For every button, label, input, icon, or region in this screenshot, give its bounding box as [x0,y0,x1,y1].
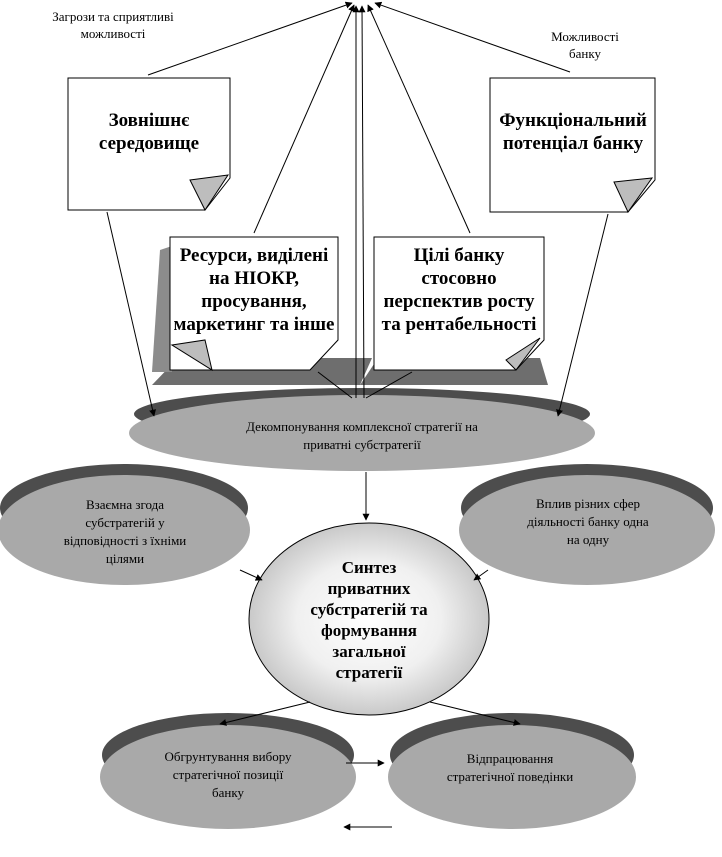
opportunities-line-1: Можливості [551,29,619,44]
external-line-2: середовище [98,133,200,154]
functional-note [489,77,656,213]
influence-ellipse [459,475,715,585]
agreement-line-3: відповідності з їхніми [63,533,187,548]
functional-line-2: потенціал банку [502,133,644,154]
synthesis-line-4: формування [320,621,417,640]
goals-line-1: Цілі банку [413,245,505,266]
functional-note-text: Функціональний потенціал банку [492,92,654,172]
arrow-synthesis-behavior [429,701,521,726]
arrow-influence-synthesis [473,569,489,581]
influence-line-3: на одну [566,532,610,547]
external-note [67,77,231,212]
decomposition-ellipse [129,395,595,471]
goals-line-2: стосовно [421,268,497,289]
agreement-line-1: Взаємна згода [85,497,164,512]
threats-annotation: Загрози та сприятливі можливості [18,8,208,42]
goals-line-3: перспектив росту [383,291,535,312]
agreement-line-4: цілями [105,551,145,566]
external-line-1: Зовнішнє [108,110,190,131]
decomposition-text: Декомпонування комплексної стратегії на … [150,416,574,456]
arrow-decomp-apex-2 [358,5,366,399]
goals-line-4: та рентабельності [381,314,537,335]
goals-note [373,236,545,371]
arrow-opps-apex [374,1,571,73]
justification-line-3: банку [212,785,244,800]
agreement-text: Взаємна згода субстратегій у відповіднос… [30,492,220,572]
resources-note-text: Ресурси, виділені на НІОКР, просування, … [170,240,338,340]
synthesis-circle [248,522,490,716]
agreement-ellipse [0,475,250,585]
behavior-line-1: Відпрацювання [466,751,554,766]
apex-arrows [147,1,571,399]
influence-line-1: Вплив різних сфер [536,496,640,511]
decomposition-line-2: приватні субстратегії [303,437,421,452]
decomposition-line-1: Декомпонування комплексної стратегії на [246,419,478,434]
line-goals-decomp [365,371,413,399]
resources-line-3: просування, [201,291,307,312]
justification-text: Обгрунтування вибору стратегічної позиці… [130,744,326,806]
synthesis-line-1: Синтез [341,558,397,577]
flow-arrows [106,211,609,831]
synthesis-line-3: субстратегій та [310,600,428,619]
goals-note-text: Цілі банку стосовно перспектив росту та … [374,240,544,340]
line-resources-decomp [317,371,353,399]
behavior-ellipse [388,725,636,829]
synthesis-line-2: приватних [327,579,411,598]
arrow-agreement-synthesis [239,569,263,581]
resources-note-stack [152,246,172,372]
behavior-text: Відпрацювання стратегічної поведінки [410,746,610,790]
justification-line-1: Обгрунтування вибору [164,749,292,764]
threats-line-2: можливості [80,26,146,41]
resources-line-4: маркетинг та інше [173,314,335,335]
external-note-text: Зовнішнє середовище [70,92,228,172]
behavior-line-2: стратегічної поведінки [446,769,574,784]
influence-line-2: діяльності банку одна [527,514,649,529]
arrow-synthesis-justification [219,701,311,726]
arrow-resources-apex [253,4,355,234]
arrow-external-decomp [106,211,156,417]
justification-line-2: стратегічної позиції [172,767,284,782]
opportunities-line-2: банку [569,46,601,61]
threats-line-1: Загрози та сприятливі [52,9,174,24]
functional-line-1: Функціональний [499,110,647,131]
resources-line-2: на НІОКР, [209,268,299,289]
arrow-threats-apex [147,1,353,76]
synthesis-line-6: стратегії [335,663,403,682]
synthesis-line-5: загальної [332,642,406,661]
resources-note [169,236,339,372]
resources-line-1: Ресурси, виділені [179,245,329,266]
arrow-goals-apex [367,4,471,234]
synthesis-text: Синтез приватних субстратегій та формува… [270,552,468,688]
agreement-line-2: субстратегій у [85,515,165,530]
influence-text: Вплив різних сфер діяльності банку одна … [492,492,684,552]
justification-ellipse [100,725,356,829]
opportunities-annotation: Можливості банку [530,28,640,62]
arrow-functional-decomp [556,213,609,417]
